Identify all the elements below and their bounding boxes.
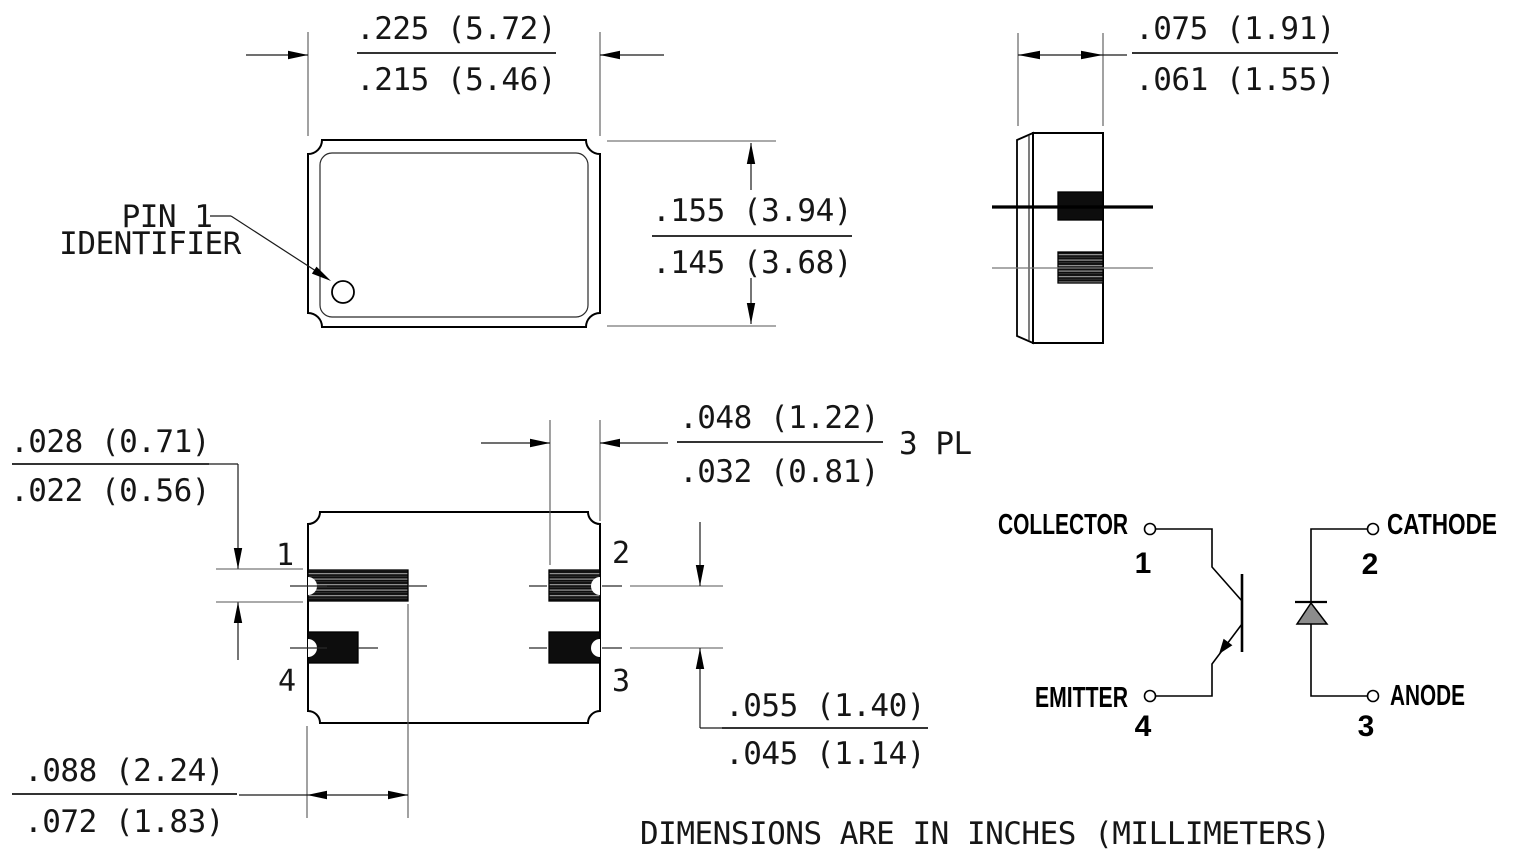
pad-width-qualifier: 3 PL — [899, 426, 972, 462]
pin1-pad-width-max: .088 (2.24) — [24, 753, 224, 789]
arrowhead — [307, 790, 327, 800]
schematic-pin2: 2 — [1362, 548, 1379, 581]
cathode-terminal — [1366, 522, 1380, 536]
pad-width-min: .032 (0.81) — [679, 454, 879, 490]
pad-3-notch — [591, 639, 600, 657]
bottom-view-package-outline — [307, 511, 601, 724]
emitter-label: EMITTER — [1035, 682, 1128, 714]
pad-2 — [548, 569, 601, 602]
bottom-pin3-number: 3 — [612, 664, 630, 699]
arrowhead — [695, 648, 705, 669]
arrowhead — [311, 266, 331, 281]
schematic: COLLECTOR CATHODE EMITTER ANODE 1 2 4 3 — [998, 509, 1497, 743]
pin1-callout-line2: IDENTIFIER — [59, 226, 241, 262]
pad-height-min: .022 (0.56) — [10, 473, 210, 509]
arrowhead — [1018, 50, 1040, 60]
arrowhead — [233, 602, 243, 623]
top-width-min: .215 (5.46) — [356, 62, 556, 98]
arrowhead — [746, 303, 756, 324]
pad-2-notch — [591, 577, 600, 595]
leader-line — [230, 215, 320, 274]
diode-triangle — [1295, 601, 1329, 625]
schematic-pin1: 1 — [1135, 547, 1152, 580]
top-width-max: .225 (5.72) — [356, 11, 556, 47]
cathode-wire — [1310, 528, 1367, 601]
arrowhead — [1081, 50, 1103, 60]
bottom-pin1-number: 1 — [276, 538, 294, 573]
arrowhead — [695, 565, 705, 586]
anode-wire — [1310, 624, 1367, 697]
pad-spacing-min: .045 (1.14) — [725, 736, 925, 772]
bottom-pin2-number: 2 — [612, 536, 630, 571]
arrowhead — [288, 50, 308, 60]
emitter-terminal — [1143, 689, 1157, 703]
schematic-pin3: 3 — [1358, 710, 1375, 743]
footer-units-note: DIMENSIONS ARE IN INCHES (MILLIMETERS) — [640, 816, 1330, 852]
side-depth-max: .075 (1.91) — [1135, 11, 1335, 47]
side-view-body — [1032, 132, 1104, 344]
top-height-max: .155 (3.94) — [652, 193, 852, 229]
pad-centerline-ticks — [290, 585, 622, 649]
pin1-identifier-dot — [331, 280, 355, 304]
pin1-callout-line1: PIN 1 — [122, 199, 213, 235]
anode-terminal — [1366, 689, 1380, 703]
pin1-pad-width-min: .072 (1.83) — [24, 804, 224, 840]
top-view-package-outline — [307, 139, 601, 328]
side-view-draft-edge — [1016, 131, 1034, 345]
top-view-body-inner-edge — [319, 152, 589, 318]
arrowhead — [530, 438, 550, 448]
bottom-view: 1 2 3 4 .028 (0.71) .022 (0.56) .048 (1.… — [10, 400, 972, 840]
collector-label: COLLECTOR — [998, 509, 1128, 541]
emitter-wire — [1156, 623, 1243, 697]
collector-wire — [1156, 528, 1243, 602]
arrowhead — [600, 50, 620, 60]
collector-terminal — [1143, 522, 1157, 536]
pad-height-max: .028 (0.71) — [10, 424, 210, 460]
emitter-arrow — [1219, 638, 1233, 654]
arrowhead — [388, 790, 408, 800]
pad-spacing-max: .055 (1.40) — [725, 688, 925, 724]
bottom-pin4-number: 4 — [278, 664, 296, 699]
cathode-label: CATHODE — [1387, 509, 1497, 541]
side-view: .075 (1.91) .061 (1.55) — [992, 11, 1338, 345]
anode-label: ANODE — [1390, 680, 1465, 712]
arrowhead — [746, 143, 756, 164]
pad-width-max: .048 (1.22) — [679, 400, 879, 436]
top-height-min: .145 (3.68) — [652, 245, 852, 281]
side-depth-min: .061 (1.55) — [1135, 62, 1335, 98]
top-view: .225 (5.72) .215 (5.46) .155 (3.94) .145… — [59, 11, 852, 328]
arrowhead — [600, 438, 620, 448]
schematic-pin4: 4 — [1135, 710, 1152, 743]
arrowhead — [233, 548, 243, 569]
